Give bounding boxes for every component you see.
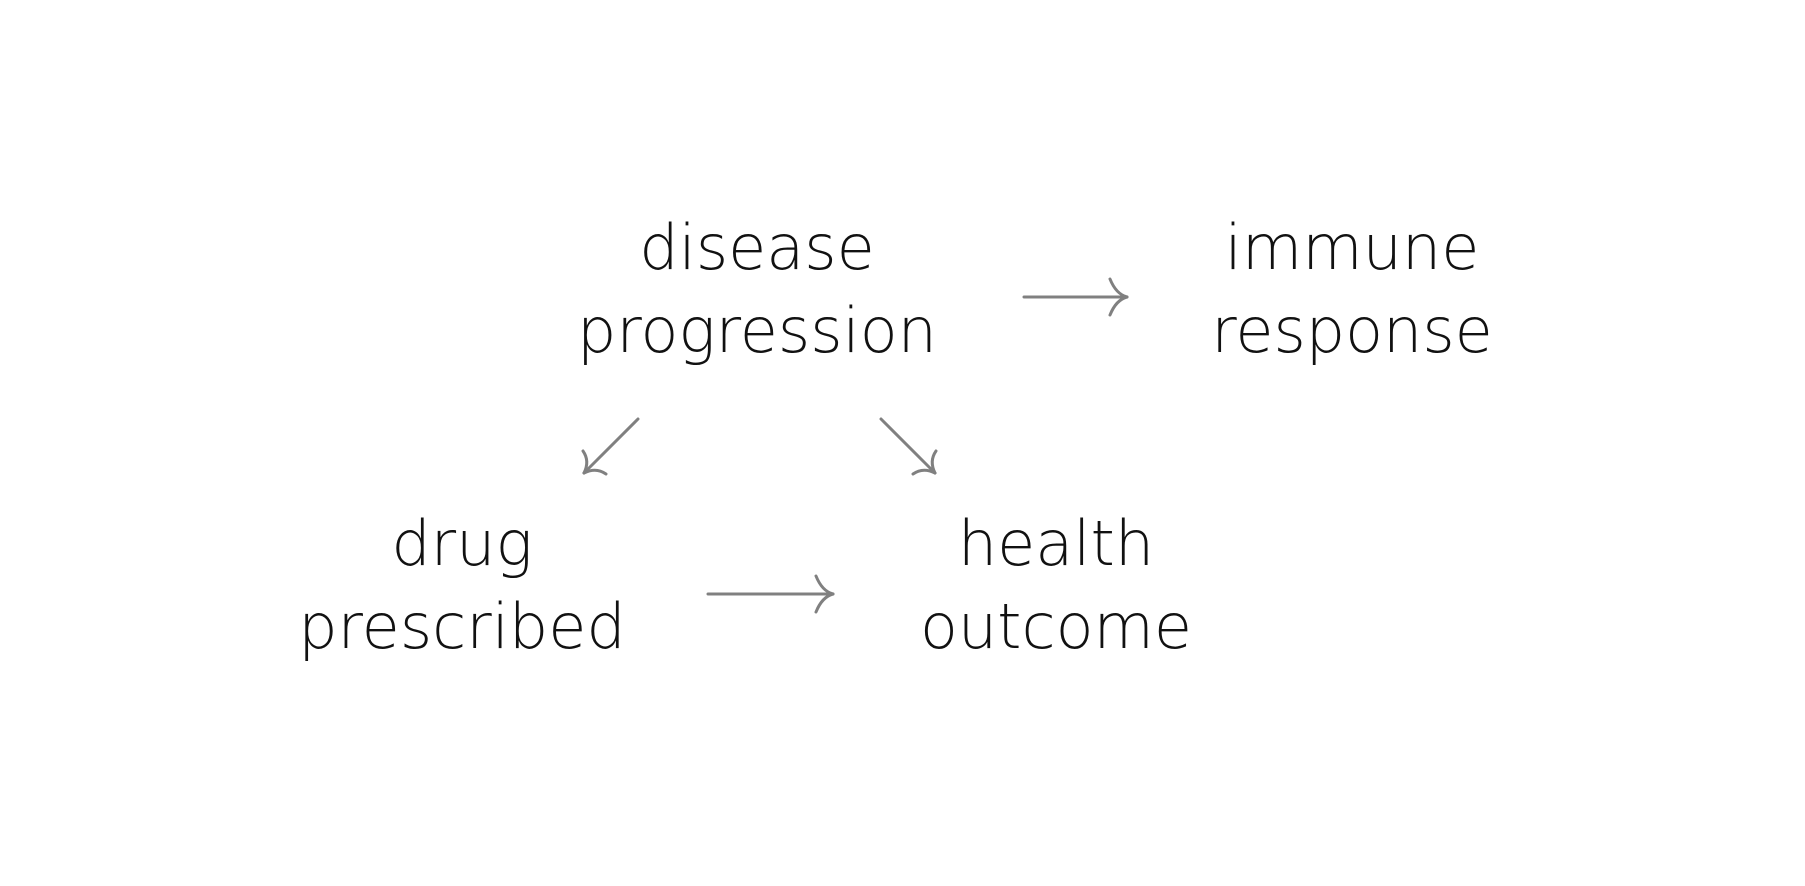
arrow-disease-to-health (879, 417, 938, 476)
node-label-line: progression (577, 294, 937, 367)
node-label-line: disease (639, 211, 875, 284)
arrow-disease-to-drug (581, 417, 640, 476)
node-health-outcome: health outcome (846, 502, 1266, 668)
arrow-disease-to-immune (1022, 277, 1129, 317)
node-label-line: drug (391, 507, 533, 580)
node-label-line: immune (1224, 211, 1480, 284)
node-label-line: health (957, 507, 1155, 580)
node-label-line: outcome (919, 590, 1193, 663)
node-label-line: prescribed (298, 590, 626, 663)
arrow-drug-to-health (706, 574, 835, 614)
node-disease-progression: disease progression (547, 206, 967, 372)
node-label-line: response (1211, 294, 1493, 367)
node-drug-prescribed: drug prescribed (252, 502, 672, 668)
node-immune-response: immune response (1142, 206, 1562, 372)
